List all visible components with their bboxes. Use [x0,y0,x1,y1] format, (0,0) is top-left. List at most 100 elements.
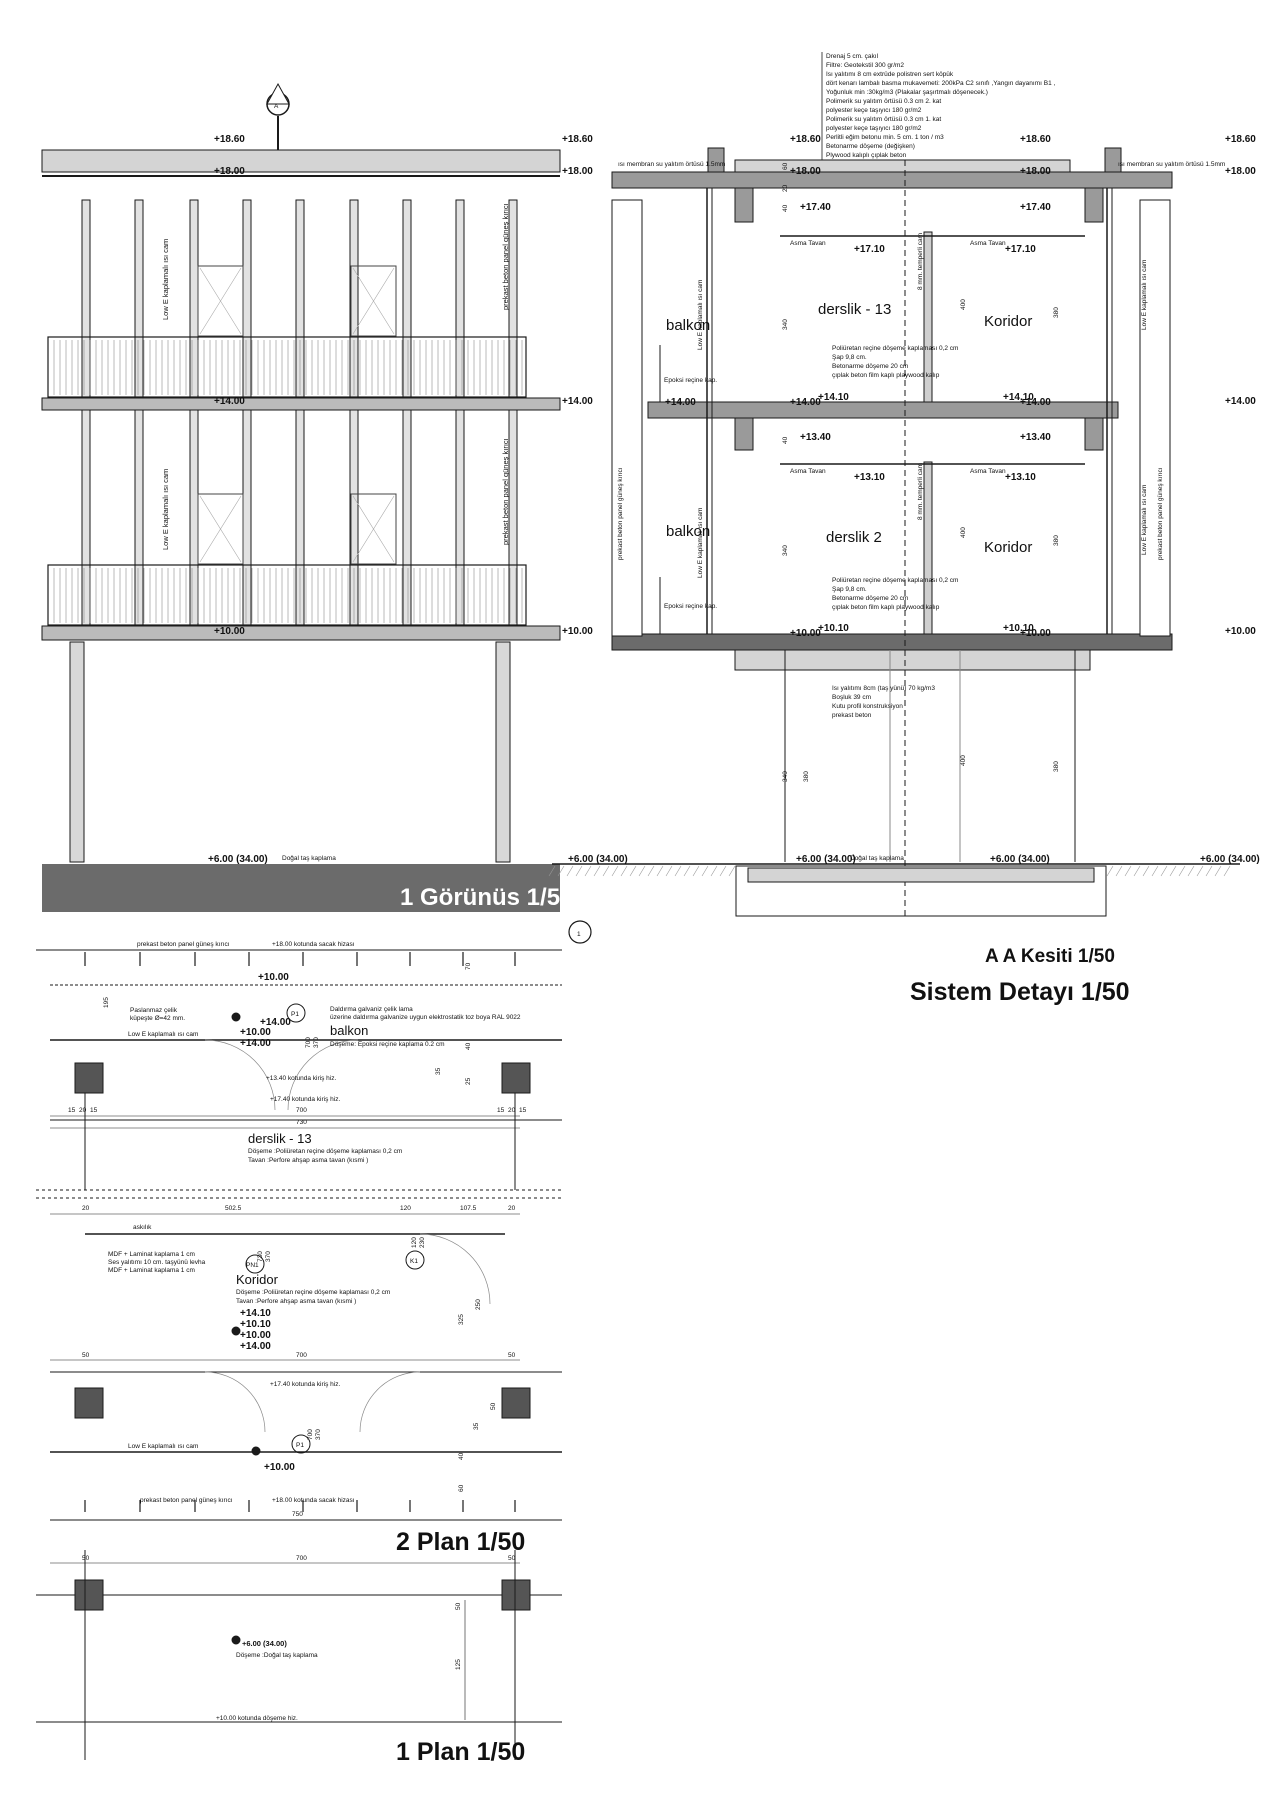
floor-layer: çıplak beton film kaplı playwood kalıp [832,372,940,379]
room-balkon-2: balkon [666,523,710,540]
plan2-derslik-floor: Döşeme :Poliüretan reçine döşeme kaplama… [248,1148,402,1155]
ground-hatch [1124,865,1132,877]
plan2-hanger: askılık [133,1224,152,1231]
sec-level-1310: +13.10 [854,472,885,483]
sec-dim: 40 [782,204,789,212]
plan2-dim-750: 750 [292,1511,303,1518]
roof-layer: Filtre: Geotekstil 300 gr/m2 [826,62,904,69]
ground-hatch [620,865,628,877]
plan2-dim-40: 40 [465,1042,472,1050]
floor-layer: Poliüretan reçine döşeme kaplaması 0,2 c… [832,345,958,352]
plan2-p1-size-b-b: 370 [315,1429,322,1440]
plan2-galv-2: üzerine daldırma galvanize uygun elektro… [330,1014,521,1021]
sec-level-1860r: +18.60 [1225,134,1256,145]
room-derslik13: derslik - 13 [818,301,891,318]
sec-dim: 380 [1053,761,1060,772]
floor-layer: Poliüretan reçine döşeme kaplaması 0,2 c… [832,577,958,584]
elevation-drawing [41,82,561,912]
sec-level-1400b: +14.00 [790,397,821,408]
plan2-panel-bottom: prekast beton panel güneş kırıcı [140,1497,233,1504]
plan2-dim-25: 25 [465,1077,472,1085]
plan1-level: +6.00 (34.00) [242,1639,287,1648]
roof-layers: Drenaj 5 cm. çakıl Filtre: Geotekstil 30… [826,53,1055,159]
plan2-dim-35b: 35 [473,1422,480,1430]
sec-dim: 340 [782,545,789,556]
ground-hatch [1214,865,1222,877]
ground-hatch [566,865,574,877]
plan2-level-1000: +10.00 [258,972,289,983]
sec-level-1800r: +18.00 [1225,166,1256,177]
ceiling-note: Asma Tavan [790,468,826,475]
elev-level-1000-r: +10.00 [562,626,593,637]
ground-hatch [692,865,700,877]
plan2-p1-tag: P1 [291,1011,299,1018]
sec-level-1000: +10.00 [790,628,821,639]
plan1-dim-50c: 50 [455,1602,462,1610]
roof-layer: Betonarme döşeme (değişken) [826,143,915,150]
tempered-note-1: 8 mm. temperli cam [917,233,924,290]
ground-hatch [1160,865,1168,877]
plan2-dim-60: 60 [458,1484,465,1492]
under-layer: Isı yalıtımı 8cm (taş yünü) 70 kg/m3 [832,685,935,692]
ground-hatch [557,865,565,877]
plan2-dim-35: 35 [435,1067,442,1075]
sec-dim: 400 [960,299,967,310]
plan2-koridor-floor: Döşeme :Poliüretan reçine döşeme kaplama… [236,1289,390,1296]
plan2-k1-size-b: 230 [419,1237,426,1248]
ground-hatch [575,865,583,877]
plan2-dim-700a: 700 [296,1107,307,1114]
sec-level-1710b: +17.10 [1005,244,1036,255]
sec-level-1000r: +10.00 [1225,626,1256,637]
elev-glass-note-1: Low E kaplamalı ısı cam [161,239,170,320]
plan2-column [501,1387,531,1419]
ceiling-note: Asma Tavan [790,240,826,247]
elev-panel-note-1: prekast beton panel güneş kırıcı [501,203,510,310]
ground-hatch [584,865,592,877]
plan1-dim-125: 125 [455,1659,462,1670]
elev-level-1400: +14.00 [214,396,245,407]
under-layer: prekast beton [832,712,872,719]
ground-hatch [1106,865,1114,877]
ground-hatch [548,865,556,877]
plan2-column [74,1387,104,1419]
sec-level-1010: +10.10 [818,623,849,634]
plan1-title: 1 Plan 1/50 [396,1738,525,1766]
ground-hatch [593,865,601,877]
plan2-beam-1740b: +17.40 kotunda kiriş hiz. [270,1381,340,1388]
ground-hatch [1178,865,1186,877]
sec-level-1010b: +10.10 [1003,623,1034,634]
sec-dim: 340 [782,319,789,330]
floor-layer: çıplak beton film kaplı playwood kalıp [832,604,940,611]
ground-hatch [701,865,709,877]
plan2-eaves-top: +18.00 kotunda sacak hizası [272,941,355,948]
ground-hatch [1115,865,1123,877]
elev-level-1860-r: +18.60 [562,134,593,145]
ground-hatch [719,865,727,877]
sec-panel-r: prekast beton panel güneş kırıcı [1157,467,1164,560]
elev-level-1860: +18.60 [214,134,245,145]
sec-dim: 60 [782,162,789,170]
plan1-dim-50b: 50 [508,1555,516,1562]
plan2-dim-15c: 15 [497,1107,505,1114]
roof-layer: dört kenarı lambalı basma mukavemeti: 20… [826,80,1055,87]
under-layer: Kutu profil konstruksiyon [832,703,903,710]
sec-glass-r1: Low E kaplamalı ısı cam [1141,260,1148,330]
plan2-p1-size-a: 700 [305,1037,312,1048]
plan2-dim-50b: 50 [508,1352,516,1359]
sec-level-600r: +6.00 (34.00) [1200,854,1260,865]
plan2-eaves-bottom: +18.00 kotunda sacak hizası [272,1497,355,1504]
plan2-level-1000d: +10.00 [264,1462,295,1473]
plan2-dim-20: 20 [79,1107,87,1114]
plan2-level-1410: +14.10 [240,1308,271,1319]
sec-level-1740: +17.40 [800,202,831,213]
sec-level-1310b: +13.10 [1005,472,1036,483]
sec-level-1400r: +14.00 [1225,396,1256,407]
plan2-dim-15: 15 [68,1107,76,1114]
sec-glass-r2: Low E kaplamalı ısı cam [1141,485,1148,555]
ground-hatch [674,865,682,877]
plan2-dim-195: 195 [103,997,110,1008]
sec-level-1860: +18.60 [790,134,821,145]
sec-level-1710: +17.10 [854,244,885,255]
elev-level-1800-r: +18.00 [562,166,593,177]
plan2-balkon: balkon [330,1023,368,1038]
